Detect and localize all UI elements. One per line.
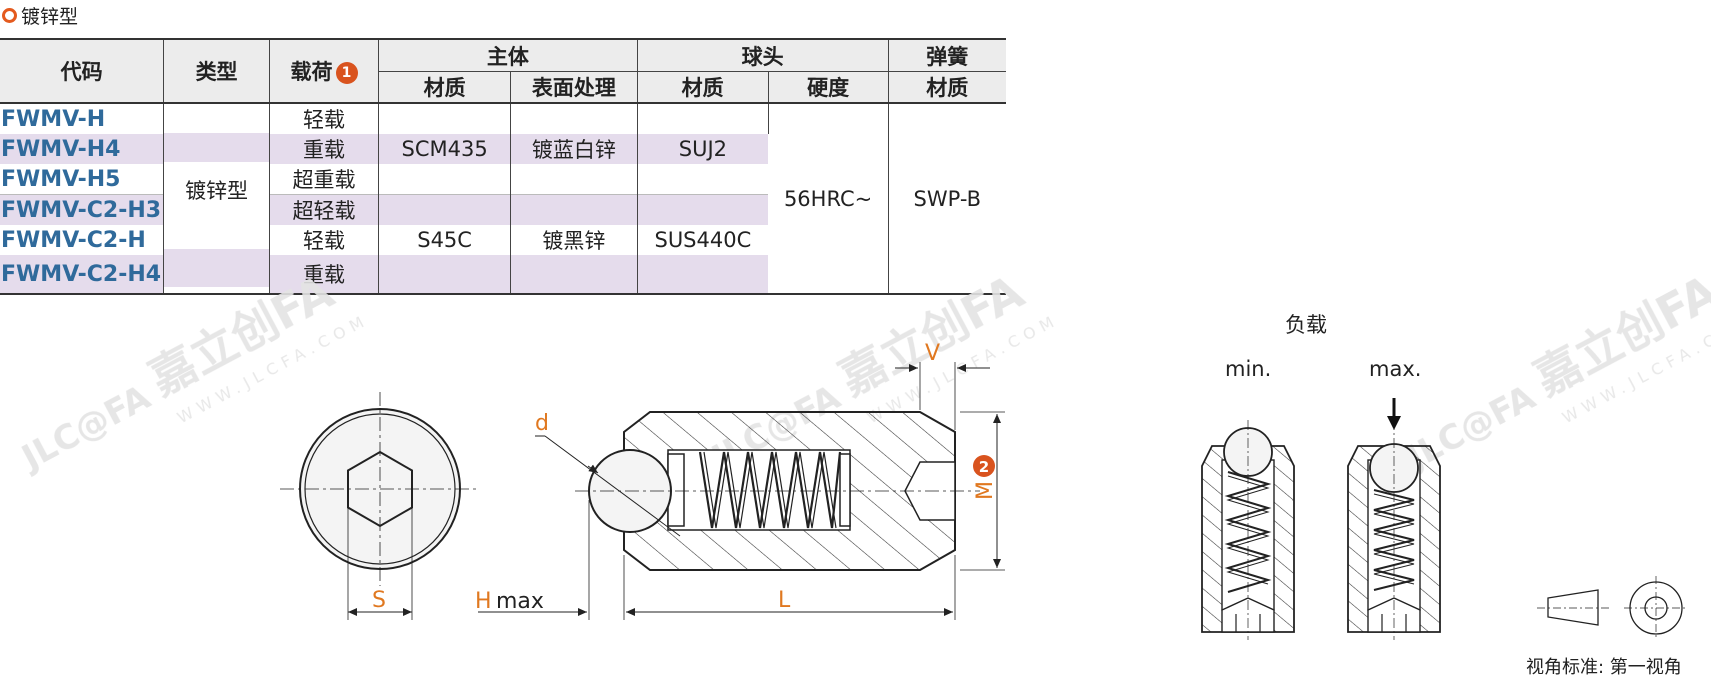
min-label: min. — [1225, 357, 1271, 381]
header-body-material: 材质 — [378, 71, 512, 104]
section-heading: 镀锌型 — [2, 2, 78, 28]
dim-max: max — [496, 589, 544, 614]
table-row: FWMV-H 镀锌型 轻载 56HRC~ SWP-B — [0, 103, 1006, 295]
code-cell: FWMV-H4 — [0, 134, 165, 164]
load-cell: 轻载 — [269, 103, 380, 134]
table-row: FWMV-H4 重载 SCM435 镀蓝白锌 SUJ2 — [0, 134, 1006, 164]
load-cell: 重载 — [269, 134, 380, 164]
dim-h: H — [475, 589, 492, 614]
m-badge-text: 2 — [979, 458, 989, 476]
spring-material-cell: SWP-B — [888, 103, 1006, 295]
load-view-min — [1201, 420, 1295, 640]
header-ball-material: 材质 — [637, 71, 769, 104]
code-cell: FWMV-C2-H4 — [0, 255, 165, 295]
body-material-cell: S45C — [378, 225, 512, 255]
end-view — [280, 392, 480, 620]
load-view-title: 负载 — [1285, 313, 1327, 337]
ball-material-cell: SUJ2 — [637, 134, 769, 164]
type-cell: 镀锌型 — [163, 103, 270, 295]
code-cell: FWMV-H5 — [0, 164, 165, 195]
svg-text:JLC@FA: JLC@FA — [14, 377, 158, 479]
section-view — [535, 411, 980, 571]
load-cell: 超轻载 — [269, 194, 380, 225]
dim-m: M — [973, 481, 998, 500]
load-cell: 重载 — [269, 255, 380, 295]
projection-symbol-icon — [1537, 576, 1688, 640]
load-cell: 轻载 — [269, 225, 380, 255]
table-row: FWMV-C2-H 轻载 S45C 镀黑锌 SUS440C — [0, 225, 1006, 255]
hardness-cell: 56HRC~ — [768, 103, 889, 295]
surface-cell: 镀黑锌 — [510, 225, 638, 255]
max-label: max. — [1369, 357, 1421, 381]
table-row: FWMV-C2-H3 超轻载 — [0, 194, 1006, 225]
code-cell: FWMV-C2-H — [0, 225, 165, 255]
header-code: 代码 — [0, 38, 165, 104]
projection-label: 视角标准: 第一视角 — [1526, 657, 1682, 678]
dimension-lines — [478, 362, 1005, 620]
header-type: 类型 — [163, 38, 270, 104]
code-cell: FWMV-H — [0, 103, 165, 134]
dim-v: V — [925, 341, 940, 366]
section-title: 镀锌型 — [21, 5, 79, 28]
header-spring: 弹簧 — [888, 38, 1006, 72]
note-badge: 1 — [335, 62, 358, 84]
circle-bullet-icon — [2, 7, 17, 23]
ball-material-cell: SUS440C — [654, 228, 752, 252]
header-body-surface: 表面处理 — [510, 71, 638, 104]
body-material-cell: SCM435 — [378, 134, 512, 164]
header-ball-hardness: 硬度 — [768, 71, 889, 104]
header-ball: 球头 — [637, 38, 889, 72]
dim-s: S — [372, 588, 386, 613]
load-cell: 超重载 — [269, 164, 380, 195]
dim-l: L — [778, 588, 791, 613]
table-row: FWMV-C2-H4 重载 — [0, 255, 1006, 295]
load-view-max — [1347, 420, 1441, 640]
code-cell: FWMV-C2-H3 — [0, 194, 165, 225]
note-badge-icon — [973, 455, 995, 477]
header-spring-material: 材质 — [888, 71, 1006, 104]
table-row: FWMV-H5 超重载 — [0, 164, 1006, 195]
down-arrow-icon — [1387, 398, 1401, 430]
surface-cell: 镀蓝白锌 — [510, 134, 638, 164]
dim-d: d — [535, 411, 549, 436]
header-body: 主体 — [378, 38, 638, 72]
